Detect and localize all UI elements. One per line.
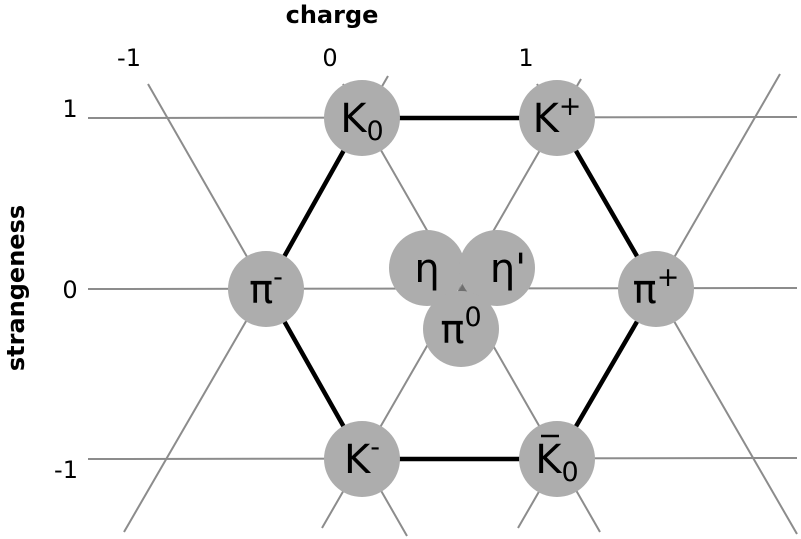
particle-pi-minus-superscript: - bbox=[273, 262, 283, 293]
particle-k-minus-base: K bbox=[344, 437, 372, 483]
particle-k0-subscript: 0 bbox=[367, 116, 384, 147]
charge-tick-0: 0 bbox=[322, 44, 337, 72]
particle-pi-plus-node bbox=[618, 251, 694, 327]
particle-k-plus-label: K+ bbox=[533, 91, 582, 142]
particle-pi-plus-superscript: + bbox=[657, 262, 680, 293]
particle-pi-minus-label: π- bbox=[249, 262, 283, 313]
x-axis-title: charge bbox=[286, 1, 379, 29]
particle-pi0-node bbox=[423, 291, 499, 367]
particle-k0-bar-subscript: 0 bbox=[562, 457, 579, 488]
particle-eta-node bbox=[389, 230, 465, 306]
particle-k-minus-superscript: - bbox=[370, 432, 380, 463]
charge-tick-1: 1 bbox=[518, 44, 533, 72]
particle-pi-plus-label: π+ bbox=[633, 262, 680, 313]
particle-k0-base: K bbox=[340, 96, 368, 142]
particle-eta-label: η bbox=[414, 246, 439, 292]
strangeness-tick-minus1: -1 bbox=[54, 456, 78, 484]
particle-pi-plus: π+ bbox=[618, 251, 694, 327]
particle-k0-bar-base: K bbox=[535, 437, 563, 483]
particle-eta: η bbox=[389, 230, 465, 306]
particle-eta-prime-node bbox=[459, 230, 535, 306]
particle-k0-label: K0 bbox=[340, 96, 383, 147]
particle-k-minus: K- bbox=[324, 421, 400, 497]
particle-k0-node bbox=[324, 80, 400, 156]
charge-tick-minus1: -1 bbox=[117, 44, 141, 72]
particle-pi-minus-base: π bbox=[249, 267, 273, 313]
strangeness-tick-1: 1 bbox=[62, 95, 77, 123]
y-axis-title: strangeness bbox=[2, 205, 30, 371]
particle-k-plus-node bbox=[519, 80, 595, 156]
particle-k0: K0 bbox=[324, 80, 400, 156]
particle-pi0-base: π bbox=[440, 307, 464, 353]
particle-pi-plus-base: π bbox=[633, 267, 657, 313]
particle-pi0-superscript: 0 bbox=[464, 302, 481, 333]
particle-eta-prime-label: η' bbox=[490, 246, 526, 292]
particle-k-plus: K+ bbox=[519, 80, 595, 156]
particle-k-plus-superscript: + bbox=[559, 91, 582, 122]
particle-k-plus-base: K bbox=[533, 96, 561, 142]
particle-k0-bar-node bbox=[519, 421, 595, 497]
center-marker bbox=[457, 284, 469, 293]
particle-pi-minus: π- bbox=[228, 251, 304, 327]
particle-k0-bar-label: K0 bbox=[535, 437, 578, 488]
particle-pi-minus-node bbox=[228, 251, 304, 327]
particle-pi0-label: π0 bbox=[440, 302, 481, 353]
strangeness-tick-0: 0 bbox=[62, 276, 77, 304]
particle-k-minus-node bbox=[324, 421, 400, 497]
particle-eta-prime: η' bbox=[459, 230, 535, 306]
particle-pi0: π0 bbox=[423, 291, 499, 367]
particle-k0-bar: K0 bbox=[519, 421, 595, 497]
particle-k-minus-label: K- bbox=[344, 432, 380, 483]
